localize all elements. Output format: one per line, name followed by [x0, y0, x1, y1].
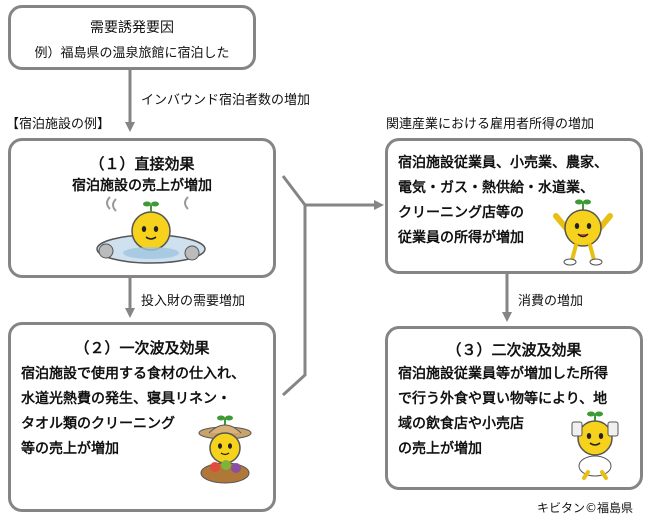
secondary-effect-title: （３）二次波及効果: [446, 341, 582, 359]
primary-effect-title: （２）一次波及効果: [74, 339, 210, 357]
arrow-merge-primary: [281, 205, 307, 397]
direct-effect-title: （１）直接効果: [89, 155, 195, 173]
credit-text: キビタン©福島県: [537, 501, 634, 515]
primary-effect-line-2: 水道光熱費の発生、寝具リネン・: [21, 391, 231, 407]
employees-line-3: クリーニング店等の: [398, 205, 524, 221]
employees-line-1: 宿泊施設従業員、小売業、農家、: [398, 155, 608, 171]
arrow-merge-direct: [281, 175, 307, 206]
mascot-farmer-image: [198, 415, 252, 484]
employees-line-2: 電気・ガス・熱供給・水道業、: [398, 180, 594, 196]
secondary-effect-line-2: で行う外食や買い物等により、地: [398, 391, 608, 407]
input-label: 投入財の需要増加: [141, 294, 246, 309]
secondary-effect-line-3: 域の飲食店や小売店: [398, 416, 524, 432]
consumption-label: 消費の増加: [518, 294, 584, 309]
mascot-hot-spring-image: [96, 196, 206, 264]
employees-line-4: 従業員の所得が増加: [398, 230, 524, 246]
direct-effect-body: 宿泊施設の売上が増加: [72, 178, 212, 194]
employees-income-box: 宿泊施設従業員、小売業、農家、 電気・ガス・熱供給・水道業、 クリーニング店等の…: [385, 138, 643, 274]
cause-box: 需要誘発要因 例）福島県の温泉旅館に宿泊した: [8, 5, 256, 70]
lodging-example-label: 【宿泊施設の例】: [6, 117, 111, 132]
mascot-cheering-image: [553, 199, 613, 266]
cause-example: 例）福島県の温泉旅館に宿泊した: [34, 46, 230, 61]
cause-title: 需要誘発要因: [90, 20, 174, 36]
primary-effect-line-4: 等の売上が増加: [21, 441, 119, 457]
primary-effect-line-3: タオル類のクリーニング: [21, 416, 175, 432]
related-industry-label: 関連産業における雇用者所得の増加: [386, 117, 595, 132]
secondary-effect-line-1: 宿泊施設従業員等が増加した所得: [398, 366, 608, 382]
secondary-effect-line-4: の売上が増加: [398, 441, 482, 457]
inbound-label: インバウンド宿泊者数の増加: [141, 93, 311, 108]
mascot-shopping-image: [571, 411, 619, 480]
primary-effect-line-1: 宿泊施設で使用する食材の仕入れ、: [21, 366, 246, 382]
